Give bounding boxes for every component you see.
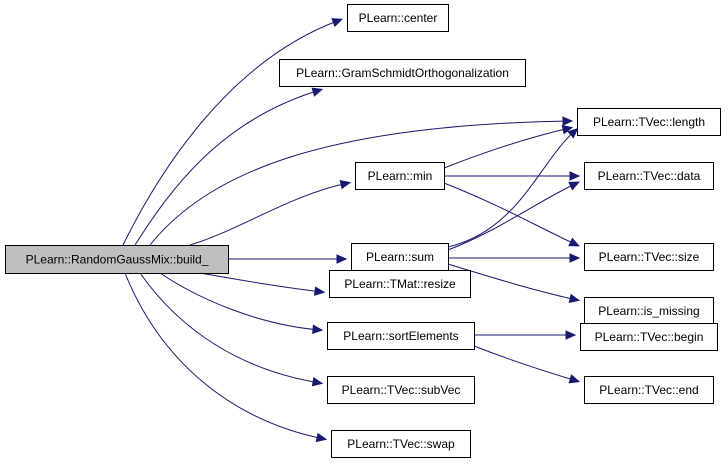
edge-line bbox=[149, 120, 571, 246]
node-label: PLearn::TVec::subVec bbox=[342, 383, 461, 397]
node-label: PLearn::TVec::end bbox=[599, 383, 698, 397]
node-label: PLearn::TMat::resize bbox=[344, 277, 456, 291]
node-box[interactable] bbox=[584, 162, 714, 190]
edge-line bbox=[134, 89, 321, 246]
arrowhead bbox=[565, 330, 577, 340]
arrowhead bbox=[569, 171, 581, 181]
arrowhead bbox=[336, 254, 348, 264]
node-label: PLearn::TVec::size bbox=[599, 250, 700, 264]
node-label: PLearn::is_missing bbox=[598, 304, 699, 318]
edge-min-to-length bbox=[443, 125, 574, 169]
node-label: PLearn::sum bbox=[366, 250, 434, 264]
node-swap[interactable]: PLearn::TVec::swap bbox=[331, 430, 471, 458]
arrowhead bbox=[311, 87, 324, 97]
node-begin[interactable]: PLearn::TVec::begin bbox=[580, 323, 718, 351]
edge-sum-to-length bbox=[447, 127, 579, 248]
edge-line bbox=[124, 272, 325, 440]
arrowhead bbox=[568, 293, 581, 304]
edge-build-to-sum bbox=[228, 254, 348, 264]
edge-sortElements-to-begin bbox=[474, 330, 577, 340]
edge-build-to-center bbox=[122, 18, 344, 246]
arrowhead bbox=[568, 237, 580, 247]
node-end[interactable]: PLearn::TVec::end bbox=[584, 376, 714, 404]
arrowhead bbox=[568, 181, 580, 191]
edge-line bbox=[189, 182, 349, 246]
node-box[interactable] bbox=[279, 59, 526, 87]
node-label: PLearn::min bbox=[368, 169, 433, 183]
node-label: PLearn::RandomGaussMix::build_ bbox=[26, 253, 209, 267]
node-box[interactable] bbox=[584, 297, 714, 325]
node-sortElements[interactable]: PLearn::sortElements bbox=[327, 322, 475, 350]
arrowhead bbox=[312, 324, 324, 335]
edge-build-to-min bbox=[189, 179, 352, 246]
node-resize[interactable]: PLearn::TMat::resize bbox=[329, 270, 471, 298]
edge-min-to-data bbox=[444, 171, 581, 181]
arrowhead bbox=[311, 377, 324, 387]
node-label: PLearn::TVec::length bbox=[593, 115, 705, 129]
node-box[interactable] bbox=[580, 323, 718, 351]
edge-build-to-gso bbox=[134, 87, 324, 246]
arrowhead bbox=[561, 125, 574, 135]
node-box[interactable] bbox=[331, 430, 471, 458]
node-label: PLearn::TVec::begin bbox=[595, 330, 704, 344]
node-box[interactable] bbox=[355, 162, 445, 190]
edge-build-to-subVec bbox=[139, 272, 324, 387]
node-box[interactable] bbox=[327, 322, 475, 350]
node-box[interactable] bbox=[347, 4, 449, 32]
edge-line bbox=[122, 19, 341, 246]
node-box[interactable] bbox=[329, 270, 471, 298]
node-subVec[interactable]: PLearn::TVec::subVec bbox=[327, 376, 475, 404]
arrowhead bbox=[339, 179, 352, 190]
node-build[interactable]: PLearn::RandomGaussMix::build_ bbox=[5, 245, 229, 274]
node-box[interactable] bbox=[351, 243, 449, 271]
edge-line bbox=[139, 272, 321, 384]
edge-line bbox=[159, 272, 321, 331]
node-label: PLearn::center bbox=[359, 11, 438, 25]
node-min[interactable]: PLearn::min bbox=[355, 162, 445, 190]
node-data[interactable]: PLearn::TVec::data bbox=[584, 162, 714, 190]
node-size[interactable]: PLearn::TVec::size bbox=[584, 243, 714, 271]
node-is_missing[interactable]: PLearn::is_missing bbox=[584, 297, 714, 325]
edges-layer bbox=[122, 18, 581, 443]
node-box[interactable] bbox=[584, 376, 714, 404]
node-box[interactable] bbox=[5, 245, 229, 274]
node-label: PLearn::TVec::swap bbox=[347, 437, 455, 451]
node-center[interactable]: PLearn::center bbox=[347, 4, 449, 32]
node-box[interactable] bbox=[577, 108, 721, 136]
edge-sum-to-is_missing bbox=[447, 263, 581, 304]
edge-line bbox=[199, 272, 323, 293]
edge-sum-to-size bbox=[448, 253, 581, 263]
edge-build-to-swap bbox=[124, 272, 328, 443]
node-length[interactable]: PLearn::TVec::length bbox=[577, 108, 721, 136]
edge-build-to-length bbox=[149, 116, 574, 246]
arrowhead bbox=[315, 432, 328, 443]
arrowhead bbox=[568, 374, 581, 384]
arrowhead bbox=[567, 127, 579, 139]
arrowhead bbox=[569, 253, 581, 263]
edge-line bbox=[443, 182, 578, 246]
node-label: PLearn::sortElements bbox=[343, 329, 458, 343]
edge-sum-to-data bbox=[447, 181, 580, 251]
arrowhead bbox=[331, 18, 344, 28]
node-gso[interactable]: PLearn::GramSchmidtOrthogonalization bbox=[279, 59, 526, 87]
edge-sortElements-to-end bbox=[473, 345, 581, 384]
node-label: PLearn::TVec::data bbox=[598, 169, 701, 183]
edge-build-to-sortElements bbox=[159, 272, 324, 335]
arrowhead bbox=[313, 286, 326, 296]
edge-line bbox=[443, 127, 571, 169]
nodes-layer: PLearn::RandomGaussMix::build_ PLearn::ce… bbox=[5, 4, 721, 458]
edge-line bbox=[447, 129, 577, 248]
node-label: PLearn::GramSchmidtOrthogonalization bbox=[296, 66, 509, 80]
edge-build-to-resize bbox=[199, 272, 326, 296]
node-box[interactable] bbox=[327, 376, 475, 404]
edge-line bbox=[447, 263, 578, 301]
node-box[interactable] bbox=[584, 243, 714, 271]
edge-line bbox=[473, 345, 578, 382]
node-sum[interactable]: PLearn::sum bbox=[351, 243, 449, 271]
edge-line bbox=[447, 182, 578, 251]
arrowhead bbox=[562, 116, 574, 126]
